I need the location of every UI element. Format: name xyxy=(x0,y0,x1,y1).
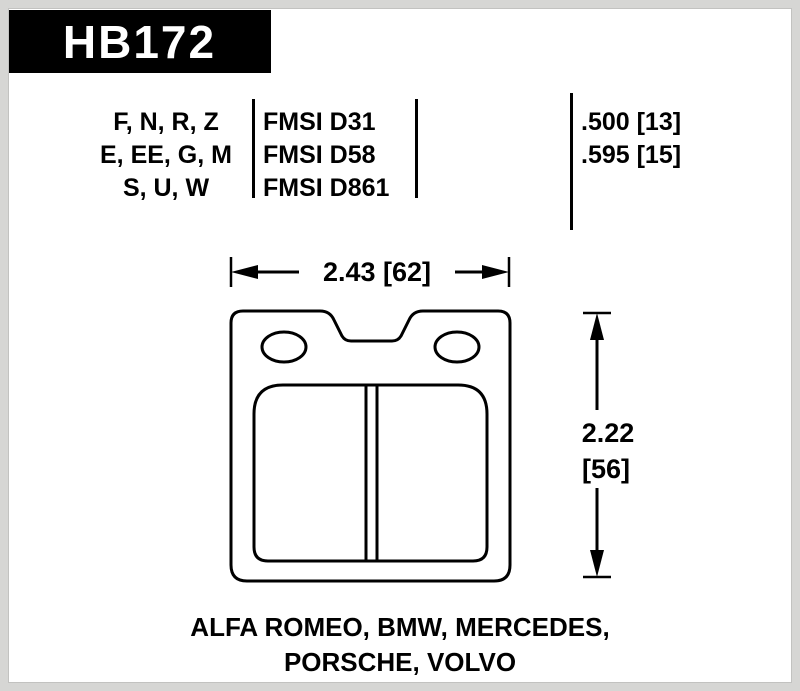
left-ear-hole xyxy=(260,330,308,364)
vehicle-applications: ALFA ROMEO, BMW, MERCEDES, PORSCHE, VOLV… xyxy=(0,610,800,680)
compound-codes-row: S, U, W xyxy=(122,174,210,202)
table-divider-line xyxy=(570,93,573,230)
applications-line: ALFA ROMEO, BMW, MERCEDES, xyxy=(190,612,610,642)
arrowhead-up-icon xyxy=(590,313,604,340)
height-dimension xyxy=(583,311,611,579)
pad-outer-outline xyxy=(229,309,512,583)
arrowhead-down-icon xyxy=(590,550,604,577)
width-dimension-label: 2.43 [62] xyxy=(323,257,431,287)
table-divider-line xyxy=(252,99,255,198)
fmsi-row: FMSI D31 xyxy=(263,108,376,136)
fmsi-row: FMSI D861 xyxy=(263,174,390,202)
compound-codes-column: F, N, R, Z E, EE, G, M S, U, W xyxy=(86,106,246,205)
thickness-column: .500 [13] .595 [15] xyxy=(581,106,681,172)
fmsi-row: FMSI D58 xyxy=(263,141,376,169)
part-number-banner: HB172 xyxy=(8,10,271,73)
thickness-row: .500 [13] xyxy=(581,108,682,136)
right-ear-hole xyxy=(433,330,481,364)
width-dimension xyxy=(229,257,511,287)
arrowhead-right-icon xyxy=(482,265,509,279)
fmsi-column: FMSI D31 FMSI D58 FMSI D861 xyxy=(263,106,389,205)
thickness-row: .595 [15] xyxy=(581,141,682,169)
height-dimension-label-inches: 2.22 xyxy=(582,418,635,448)
pad-inner-outline xyxy=(252,383,489,563)
arrowhead-left-icon xyxy=(231,265,258,279)
table-divider-line xyxy=(415,99,418,198)
applications-line: PORSCHE, VOLVO xyxy=(283,647,517,677)
part-number: HB172 xyxy=(62,15,217,68)
height-dimension-label-mm: [56] xyxy=(582,454,630,484)
compound-codes-row: E, EE, G, M xyxy=(100,141,232,169)
compound-codes-row: F, N, R, Z xyxy=(113,108,219,136)
